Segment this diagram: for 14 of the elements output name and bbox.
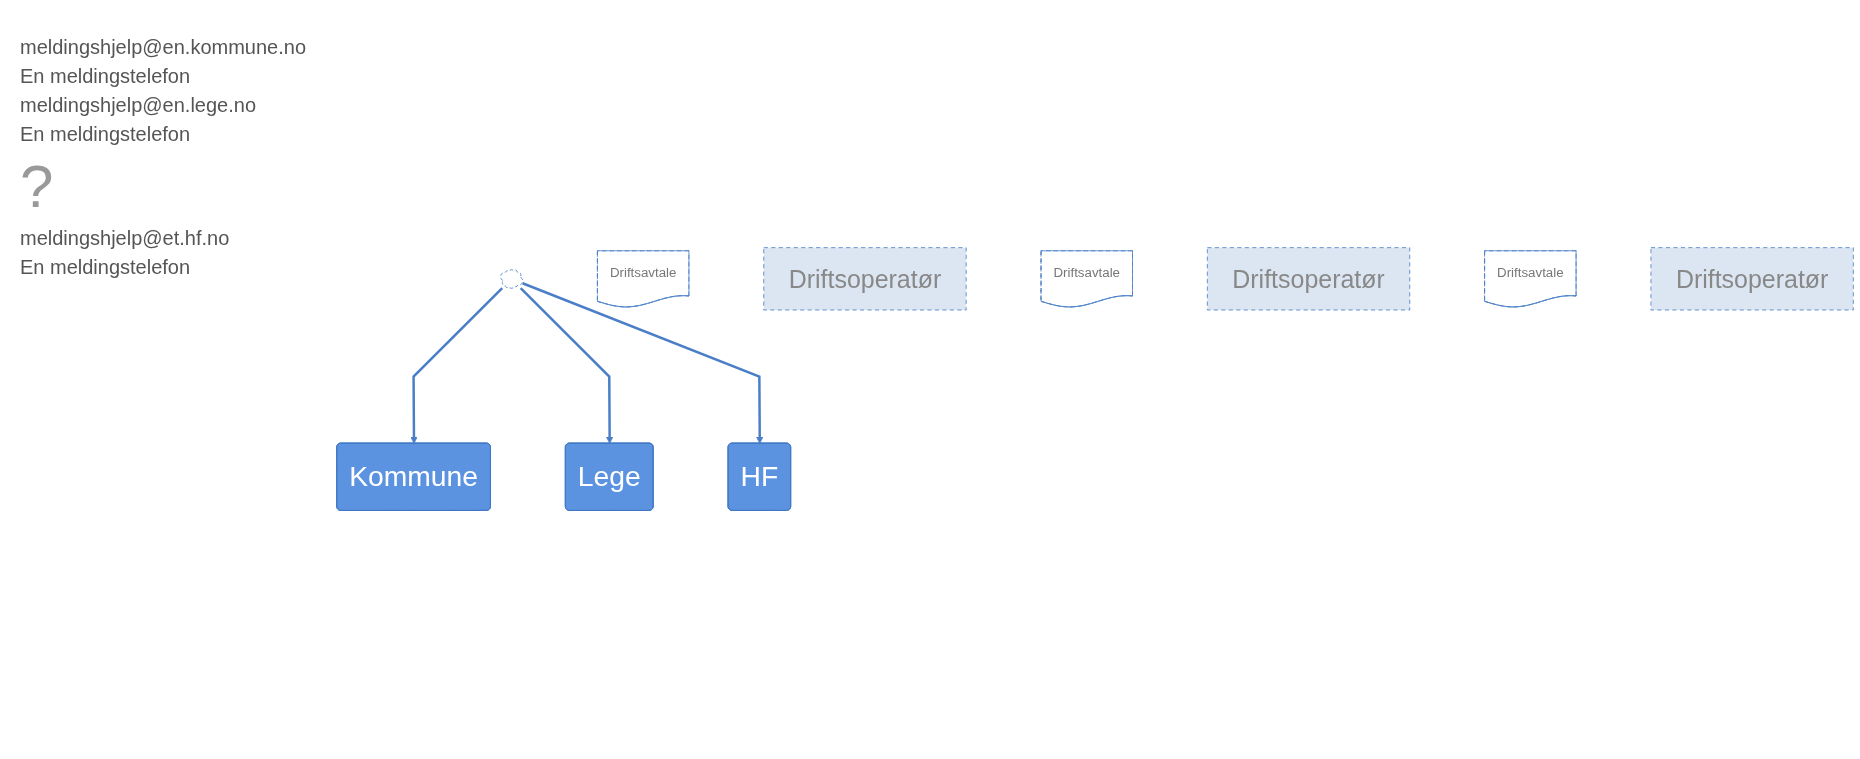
node-box: Driftsoperatør — [1206, 247, 1411, 311]
node-box: Driftsoperatør — [1650, 247, 1854, 311]
contact-note: En meldingstelefon — [20, 123, 192, 146]
contact-note: meldingshjelp@en.lege.no — [20, 94, 257, 117]
arrow — [410, 287, 504, 445]
contact-note: meldingshjelp@et.hf.no — [20, 227, 231, 250]
arrow — [519, 287, 614, 445]
contact-note: meldingshjelp@en.kommune.no — [20, 36, 307, 59]
contact-note: En meldingstelefon — [20, 65, 192, 88]
question-mark: ? — [20, 152, 55, 221]
node-cloud — [500, 269, 524, 290]
contact-note: En meldingstelefon — [20, 256, 192, 279]
arrow — [522, 282, 764, 445]
node-box: Driftsoperatør — [763, 247, 967, 311]
